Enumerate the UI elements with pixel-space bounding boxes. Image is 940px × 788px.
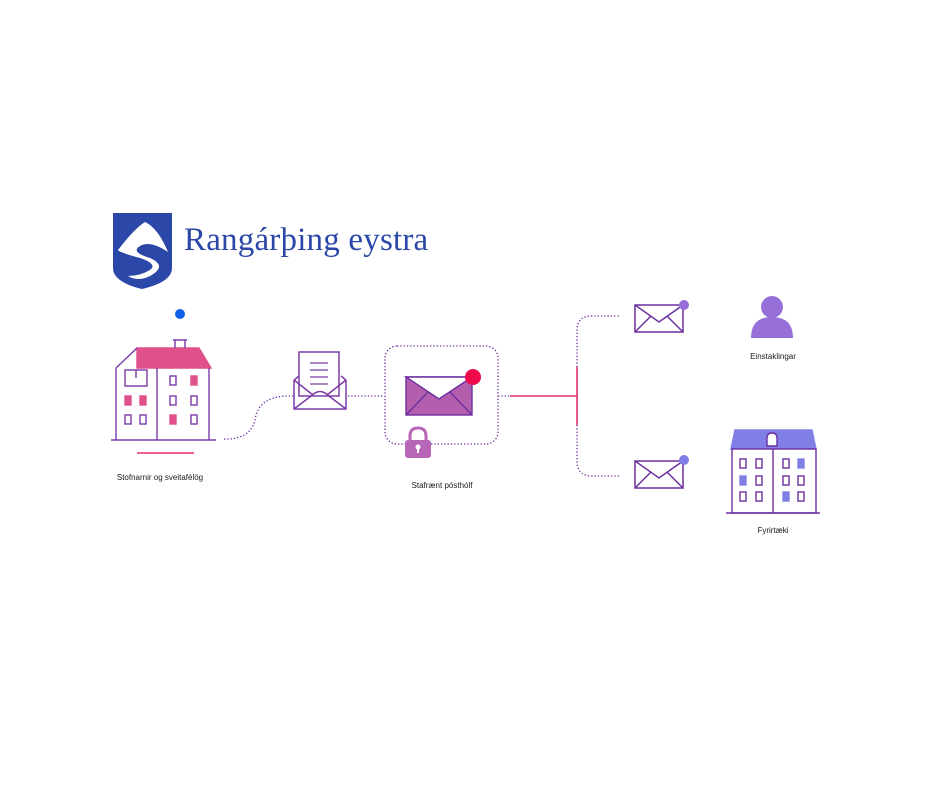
envelope-individuals-icon [634,300,689,333]
connector-to-companies [576,425,620,477]
connector-split-line [510,367,578,425]
notification-dot-icon [465,369,481,385]
connector-to-individuals [576,315,620,367]
office-building-icon [726,429,820,514]
envelope-companies-icon [634,455,689,489]
label-individuals: Einstaklingar [750,352,796,361]
label-mailbox: Stafrænt pósthólf [411,481,473,490]
connector-sender-letter [223,395,294,440]
building-icon [111,339,216,441]
label-companies: Fyrirtæki [757,526,789,535]
status-dot-icon [175,309,185,319]
person-icon [751,296,793,338]
envelope-notification-icon [403,369,481,416]
brand-name: Rangárþing eystra [184,222,429,258]
lock-icon [405,426,431,458]
open-envelope-letter-icon [293,351,347,410]
logo-icon [113,213,172,289]
label-sender: Stofnarnir og sveitafélög [116,473,204,482]
mailbox-frame [384,345,499,445]
